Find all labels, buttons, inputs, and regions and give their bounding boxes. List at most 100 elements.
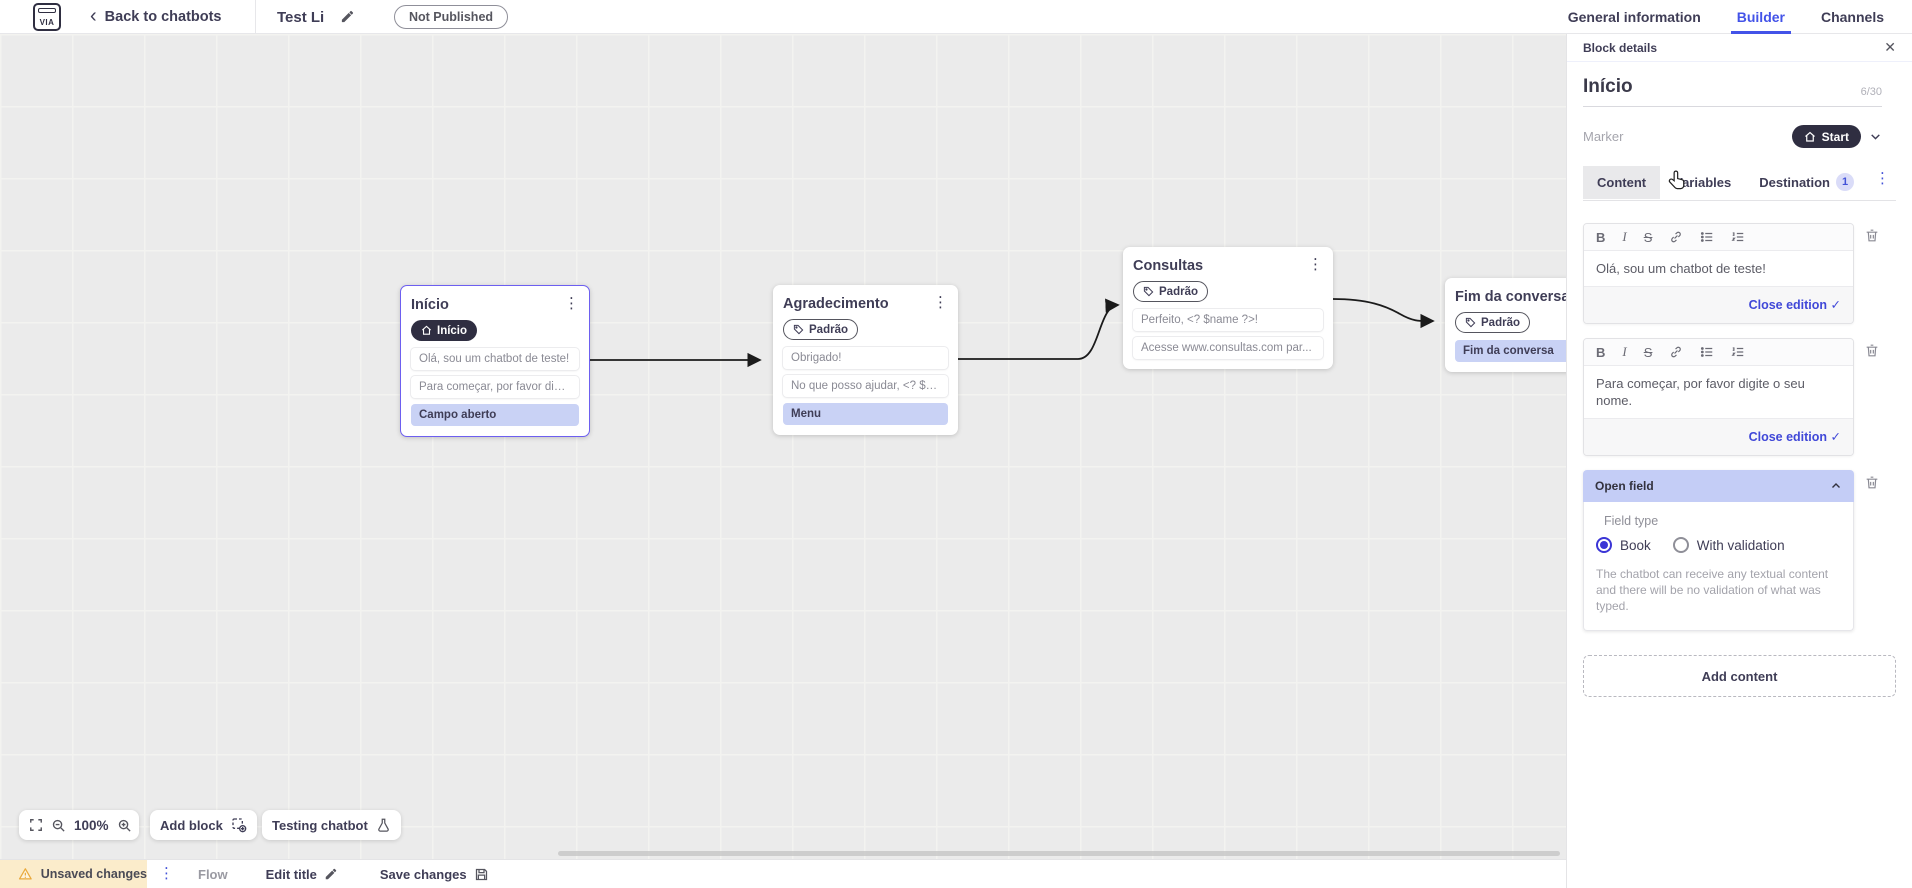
close-edition-button[interactable]: Close edition ✓	[1748, 430, 1841, 444]
bold-icon[interactable]: B	[1596, 344, 1606, 360]
richtext-toolbar: B I S	[1584, 339, 1853, 366]
open-field-header[interactable]: Open field	[1583, 470, 1854, 502]
link-icon[interactable]	[1669, 345, 1683, 359]
home-icon	[422, 325, 431, 335]
unsaved-changes-indicator: Unsaved changes	[0, 859, 147, 888]
add-block-button[interactable]: Add block	[150, 810, 257, 840]
add-content-button[interactable]: Add content	[1583, 655, 1896, 697]
header-divider	[255, 0, 256, 34]
ordered-list-icon[interactable]	[1731, 345, 1745, 359]
add-block-icon	[231, 817, 247, 833]
panel-tab-variables[interactable]: Variables	[1674, 174, 1732, 190]
panel-tab-destination[interactable]: Destination 1	[1745, 164, 1868, 200]
italic-icon[interactable]: I	[1622, 229, 1627, 244]
radio-book[interactable]: Book	[1596, 537, 1651, 553]
pencil-icon	[325, 868, 337, 880]
edit-title-pencil-icon[interactable]	[340, 9, 355, 24]
logo-window-bar	[38, 8, 56, 13]
flask-icon	[376, 818, 391, 833]
editor-text[interactable]: Olá, sou um chatbot de teste!	[1584, 251, 1853, 286]
tab-builder[interactable]: Builder	[1730, 0, 1792, 34]
flow-block-fim-da-conversa[interactable]: Fim da conversa Padrão Fim da conversa	[1445, 278, 1566, 372]
start-marker-pill: Início	[411, 320, 478, 341]
chevron-down-icon[interactable]	[1869, 130, 1882, 143]
block-row[interactable]: Para começar, por favor digite o ...	[411, 376, 579, 398]
flow-canvas[interactable]: Início ⋮ Início Olá, sou um chatbot de t…	[0, 34, 1566, 859]
flow-block-inicio[interactable]: Início ⋮ Início Olá, sou um chatbot de t…	[400, 285, 590, 437]
edit-title-button[interactable]: Edit title	[266, 867, 338, 882]
tag-pill: Padrão	[783, 319, 858, 340]
content-editor: B I S Para começar, por favor digite o s…	[1583, 338, 1882, 456]
link-icon[interactable]	[1669, 230, 1683, 244]
tag-icon	[1143, 286, 1154, 297]
statusbar-kebab-icon[interactable]: ⋮	[159, 864, 174, 883]
chevron-up-icon[interactable]	[1830, 480, 1842, 492]
save-changes-button[interactable]: Save changes	[380, 867, 489, 882]
strikethrough-icon[interactable]: S	[1643, 229, 1653, 245]
flow-block-consultas[interactable]: Consultas ⋮ Padrão Perfeito, <? $name ?>…	[1123, 247, 1333, 369]
block-row-open-field[interactable]: Campo aberto	[411, 404, 579, 426]
block-title: Consultas	[1133, 258, 1204, 274]
destination-count-badge: 1	[1836, 173, 1855, 191]
canvas-horizontal-scrollbar[interactable]	[558, 851, 1560, 856]
char-counter: 6/30	[1860, 86, 1882, 98]
open-field-body: Field type Book With validation The	[1583, 502, 1854, 631]
panel-tabs-kebab-icon[interactable]: ⋮	[1875, 169, 1890, 187]
open-field-description: The chatbot can receive any textual cont…	[1596, 567, 1829, 613]
close-panel-icon[interactable]: ✕	[1884, 39, 1896, 55]
strikethrough-icon[interactable]: S	[1643, 344, 1653, 360]
block-title: Fim da conversa	[1455, 289, 1566, 305]
flow-edges	[590, 298, 1435, 368]
block-menu-kebab-icon[interactable]: ⋮	[933, 293, 948, 311]
delete-content-icon[interactable]	[1864, 223, 1882, 324]
ordered-list-icon[interactable]	[1731, 230, 1745, 244]
block-title: Agradecimento	[783, 296, 889, 312]
block-menu-kebab-icon[interactable]: ⋮	[564, 294, 579, 312]
editor-text[interactable]: Para começar, por favor digite o seu nom…	[1584, 366, 1853, 418]
fullscreen-icon[interactable]	[29, 818, 43, 832]
app-logo: VIA	[33, 3, 61, 31]
back-to-chatbots-button[interactable]: ‹ Back to chatbots	[90, 0, 222, 34]
bold-icon[interactable]: B	[1596, 229, 1606, 245]
tab-general-information[interactable]: General information	[1567, 9, 1701, 25]
block-row[interactable]: Obrigado!	[783, 347, 948, 369]
panel-tab-content[interactable]: Content	[1583, 165, 1661, 199]
block-row-end[interactable]: Fim da conversa	[1455, 340, 1566, 362]
bullet-list-icon[interactable]	[1700, 230, 1714, 244]
logo-text: VIA	[39, 18, 55, 27]
block-row[interactable]: Perfeito, <? $name ?>!	[1133, 309, 1323, 331]
bullet-list-icon[interactable]	[1700, 345, 1714, 359]
block-details-panel: Block details ✕ Início 6/30 Marker Start	[1566, 34, 1912, 888]
marker-start-pill[interactable]: Start	[1791, 125, 1861, 148]
block-row[interactable]: No que posso ajudar, <? $name ...	[783, 375, 948, 397]
richtext-toolbar: B I S	[1584, 224, 1853, 251]
zoom-out-icon[interactable]	[51, 818, 66, 833]
block-name-field[interactable]: Início 6/30	[1583, 76, 1882, 107]
flow-block-agradecimento[interactable]: Agradecimento ⋮ Padrão Obrigado! No que …	[773, 285, 958, 435]
flow-view-label[interactable]: Flow	[198, 866, 228, 882]
open-field-section: Open field Field type Book Wi	[1583, 470, 1882, 631]
block-row[interactable]: Acesse www.consultas.com par...	[1133, 337, 1323, 359]
delete-content-icon[interactable]	[1864, 338, 1882, 456]
testing-chatbot-button[interactable]: Testing chatbot	[262, 810, 401, 840]
tag-icon	[1465, 317, 1476, 328]
block-row[interactable]: Olá, sou um chatbot de teste!	[411, 348, 579, 370]
delete-open-field-icon[interactable]	[1864, 470, 1882, 631]
panel-header: Block details ✕	[1567, 34, 1912, 62]
content-editor: B I S Olá, sou um chatbot de teste! Clos…	[1583, 223, 1882, 324]
chevron-left-icon: ‹	[90, 4, 97, 27]
marker-row: Marker Start	[1583, 125, 1882, 148]
zoom-in-icon[interactable]	[117, 818, 132, 833]
zoom-level-value: 100%	[74, 817, 109, 833]
block-row-menu[interactable]: Menu	[783, 403, 948, 425]
tab-channels[interactable]: Channels	[1820, 9, 1884, 25]
top-header: VIA ‹ Back to chatbots Test Li Not Publi…	[0, 0, 1912, 34]
italic-icon[interactable]: I	[1622, 344, 1627, 359]
chatbot-title-input[interactable]: Test Li	[277, 8, 325, 26]
save-icon	[475, 868, 487, 880]
radio-with-validation[interactable]: With validation	[1672, 537, 1785, 553]
close-edition-button[interactable]: Close edition ✓	[1748, 298, 1841, 312]
block-menu-kebab-icon[interactable]: ⋮	[1308, 255, 1323, 273]
home-icon	[1804, 131, 1815, 142]
